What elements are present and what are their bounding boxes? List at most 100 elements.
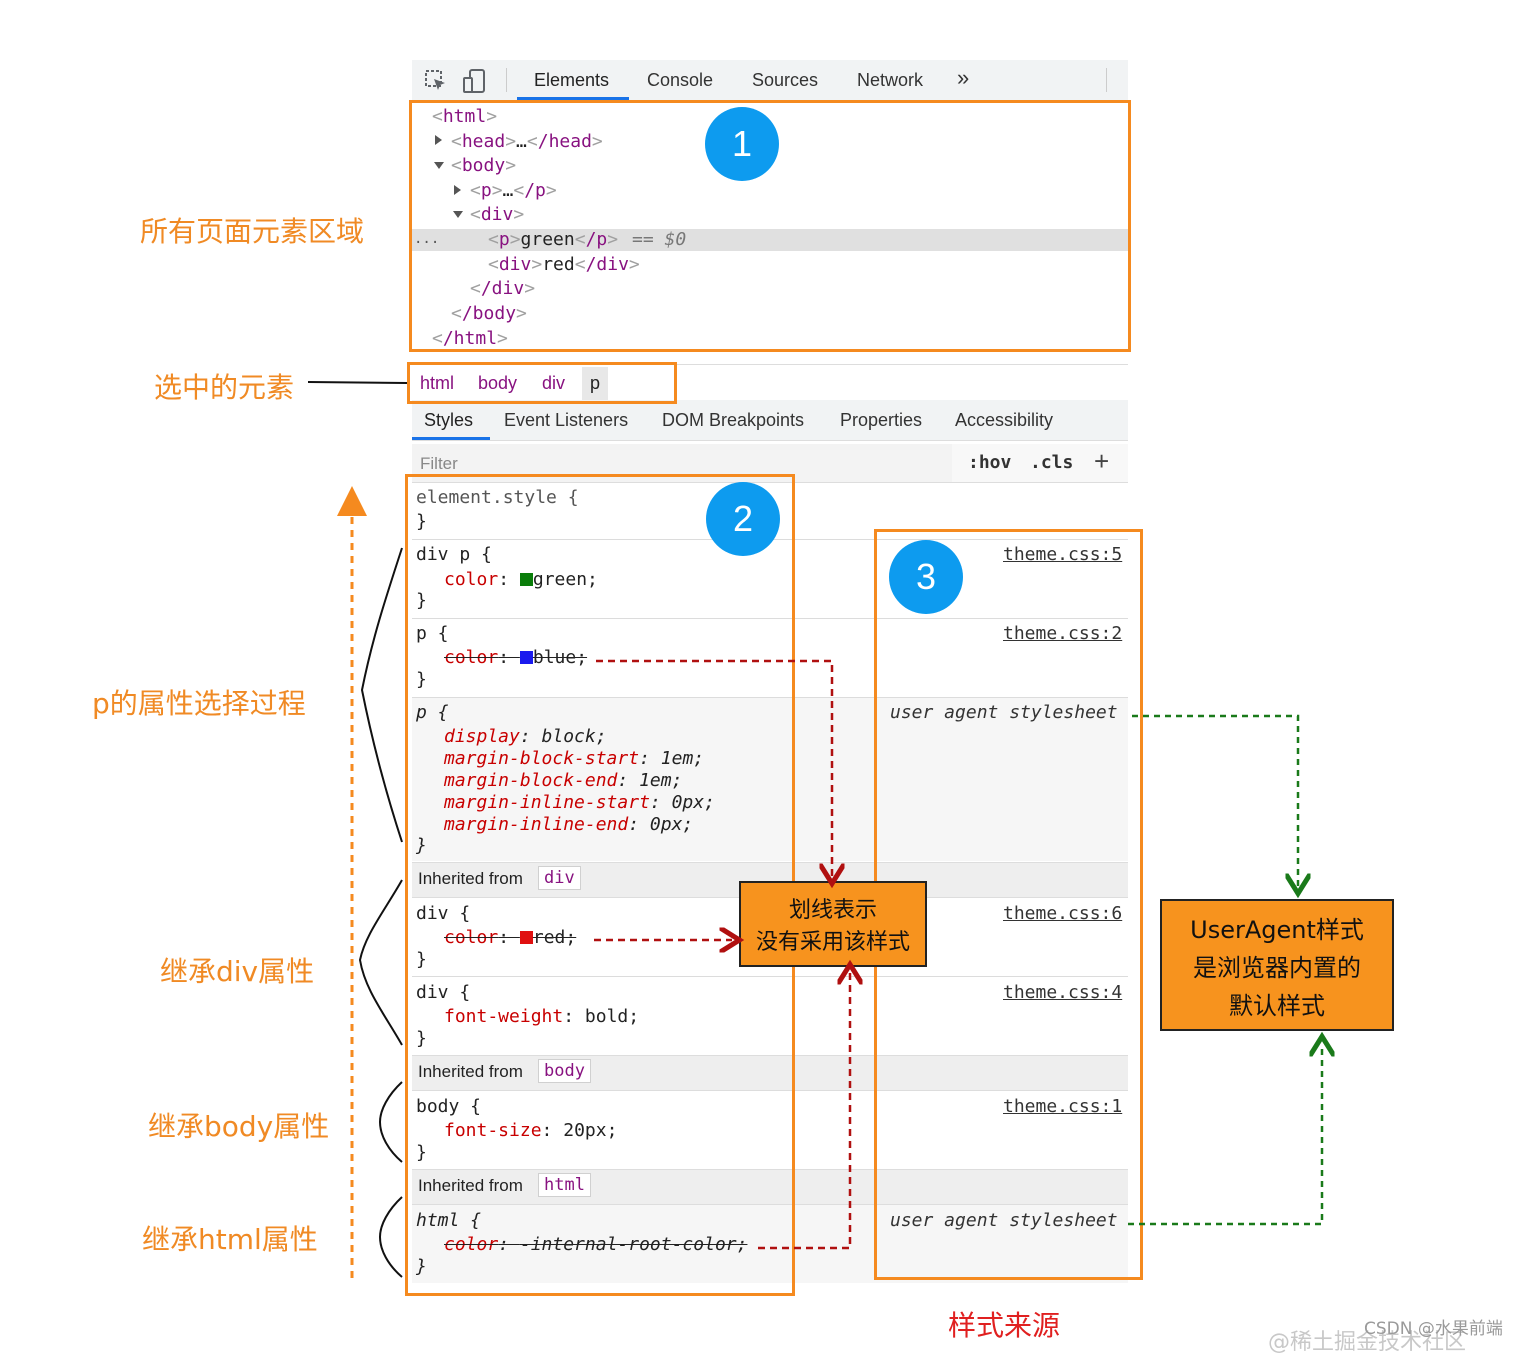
tab-sources[interactable]: Sources [752,70,819,90]
prop-value: 20px; [563,1120,618,1141]
dom-node-head[interactable]: <head>…</head> [451,131,603,152]
inherited-tag-html[interactable]: html [538,1173,591,1197]
rule-div-p-selector[interactable]: div p { [416,544,492,565]
highlight-box-breadcrumb [407,362,677,404]
rule-close: } [416,1142,427,1163]
dom-node-div-red[interactable]: <div>red</div> [488,254,640,275]
filter-input[interactable]: Filter [420,454,458,473]
callout-line: 默认样式 [1229,992,1325,1020]
prop-value: block; [541,726,607,747]
more-tabs-icon[interactable]: » [957,65,970,90]
tab-network[interactable]: Network [857,70,924,90]
callout-line: 是浏览器内置的 [1193,954,1361,982]
selected-element-pointer [307,381,408,384]
add-rule-icon[interactable]: + [1094,446,1110,476]
rule-p-selector[interactable]: p { [416,623,449,644]
rule-separator [412,697,1128,698]
inspect-element-icon[interactable] [424,69,448,98]
arrow-blue-strike-to-note [596,659,832,876]
rule-div-p-declaration[interactable]: color: green; [444,569,598,590]
arrow-html-strike-to-note [758,972,850,1250]
dom-node-p-collapsed[interactable]: <p>…</p> [470,180,557,201]
dom-node-body-close[interactable]: </body> [451,303,527,324]
dom-node-div-open[interactable]: <div> [470,204,525,225]
ua-decl-display[interactable]: display: block; [444,726,607,747]
ua-html-declaration-overridden[interactable]: color: -internal-root-color; [444,1234,748,1255]
prop-name: color [444,647,499,668]
inherited-tag-body[interactable]: body [538,1059,591,1083]
expand-arrow-icon[interactable] [435,135,442,145]
prop-name: margin-block-end [444,770,618,791]
rule-div-source[interactable]: theme.css:6 [1003,903,1123,924]
prop-name: margin-block-start [444,748,640,769]
dom-node-html-open[interactable]: <html> [432,106,498,127]
tab-dom-breakpoints[interactable]: DOM Breakpoints [662,410,805,430]
color-swatch[interactable] [519,931,533,944]
rule-body-declaration[interactable]: font-size: 20px; [444,1120,618,1141]
prop-name: color [444,569,499,590]
rule-p-source[interactable]: theme.css:2 [1003,623,1123,644]
brace-p-selection [360,547,403,843]
tab-event-listeners[interactable]: Event Listeners [504,410,629,430]
prop-name: color [444,927,499,948]
rule-close: } [416,590,427,611]
ua-html-rule-bg [412,1205,1128,1283]
rule-div-bold-selector[interactable]: div { [416,982,471,1003]
rule-body-selector[interactable]: body { [416,1096,482,1117]
tab-elements-underline [517,97,629,100]
element-style-selector[interactable]: element.style { [416,487,579,508]
badge-1: 1 [705,107,779,181]
dom-node-div-close[interactable]: </div> [470,278,536,299]
inherited-tag-div[interactable]: div [538,866,581,890]
device-toolbar-icon[interactable] [462,68,488,99]
collapse-arrow-icon[interactable] [434,162,444,169]
rule-div-bold-source[interactable]: theme.css:4 [1003,982,1123,1003]
breadcrumb-div[interactable]: div [542,373,566,393]
rule-body-source[interactable]: theme.css:1 [1003,1096,1123,1117]
selected-marker: == $0 [632,229,687,250]
rule-close: } [416,511,427,532]
rule-div-p-source[interactable]: theme.css:5 [1003,544,1123,565]
callout-line: UserAgent样式 [1190,916,1364,944]
ua-rule-p-selector[interactable]: p { [416,702,449,723]
expand-arrow-icon[interactable] [454,185,461,195]
dom-node-p-selected[interactable]: <p>green</p> [488,229,619,250]
ua-decl-margin-block-start[interactable]: margin-block-start: 1em; [444,748,705,769]
prop-name: margin-inline-end [444,814,629,835]
ua-rule-html-selector[interactable]: html { [416,1210,482,1231]
hov-toggle[interactable]: :hov [968,452,1012,473]
breadcrumb-body[interactable]: body [478,373,518,393]
label-style-source: 样式来源 [948,1309,1061,1342]
toolbar-divider [506,68,507,92]
brace-inherit-html [378,1196,403,1278]
rule-div-declaration-overridden[interactable]: color: red; [444,927,577,948]
breadcrumb-html[interactable]: html [420,373,455,393]
tab-styles[interactable]: Styles [424,410,474,430]
rule-div-selector[interactable]: div { [416,903,471,924]
tab-properties[interactable]: Properties [840,410,923,430]
prop-name: display [444,726,520,747]
tab-elements[interactable]: Elements [534,70,610,90]
collapse-arrow-icon[interactable] [453,211,463,218]
color-swatch[interactable] [519,573,533,586]
brace-inherit-body [378,1081,403,1163]
breadcrumb: html body div p [412,364,1128,401]
tab-accessibility[interactable]: Accessibility [955,410,1054,430]
tab-console[interactable]: Console [647,70,714,90]
rule-div-bold-declaration[interactable]: font-weight: bold; [444,1006,640,1027]
ua-decl-margin-inline-end[interactable]: margin-inline-end: 0px; [444,814,694,835]
rule-p-declaration-overridden[interactable]: color: blue; [444,647,588,668]
ua-decl-margin-block-end[interactable]: margin-block-end: 1em; [444,770,683,791]
dom-node-body-open[interactable]: <body> [451,155,517,176]
arrow-ua-p-to-note [1132,714,1298,886]
breadcrumb-p[interactable]: p [582,367,609,400]
dom-node-html-close[interactable]: </html> [432,328,508,349]
rule-separator [412,618,1128,619]
prop-value: 0px; [671,792,715,813]
cls-toggle[interactable]: .cls [1030,452,1074,473]
color-swatch[interactable] [519,651,533,664]
tab-styles-underline [412,437,490,440]
ua-decl-margin-inline-start[interactable]: margin-inline-start: 0px; [444,792,715,813]
rule-close: } [416,1256,427,1277]
